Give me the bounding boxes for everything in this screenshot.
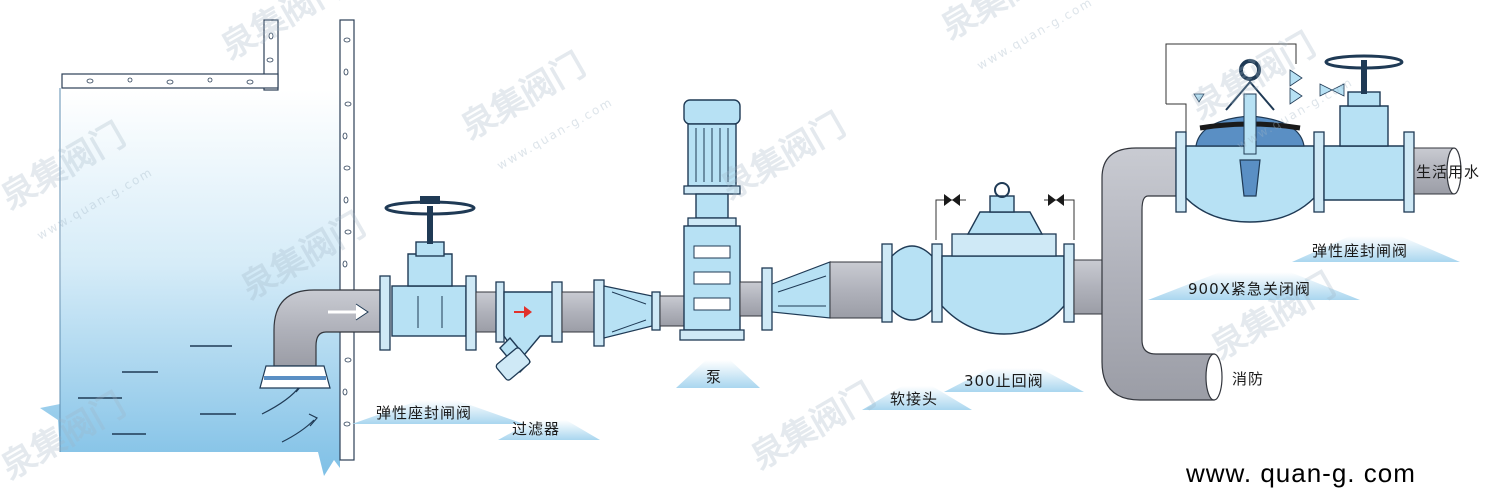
discharge-reducer [739, 261, 883, 331]
label-gate-valve-2: 弹性座封闸阀 [1312, 242, 1408, 260]
label-gate-valve-1: 弹性座封闸阀 [376, 404, 472, 422]
soft-joint-1 [603, 285, 685, 339]
label-domestic-water: 生活用水 [1416, 163, 1480, 181]
check-valve-300 [935, 182, 1075, 335]
watermark-text: 泉集阀门 [745, 375, 883, 478]
website-url: www. quan-g. com [1185, 458, 1416, 488]
label-pump: 泵 [706, 368, 722, 386]
label-emergency-valve: 900X紧急关闭阀 [1188, 280, 1311, 298]
label-check-valve: 300止回阀 [964, 372, 1044, 390]
watermark-text: 泉集阀门 [455, 45, 593, 148]
suction-pipe [259, 289, 381, 389]
header-pipe [1073, 147, 1223, 401]
y-filter [475, 279, 605, 381]
gate-valve-1 [379, 196, 477, 351]
watermark-text: 泉集阀门 [215, 0, 353, 68]
emergency-valve-900x [1165, 43, 1345, 223]
gate-valve-2 [1323, 54, 1462, 213]
label-soft-joint: 软接头 [890, 390, 938, 408]
label-fire: 消防 [1232, 370, 1264, 388]
pump [679, 99, 745, 341]
label-plates [352, 236, 1460, 440]
label-filter: 过滤器 [512, 420, 560, 438]
soft-joint-2 [881, 243, 943, 323]
